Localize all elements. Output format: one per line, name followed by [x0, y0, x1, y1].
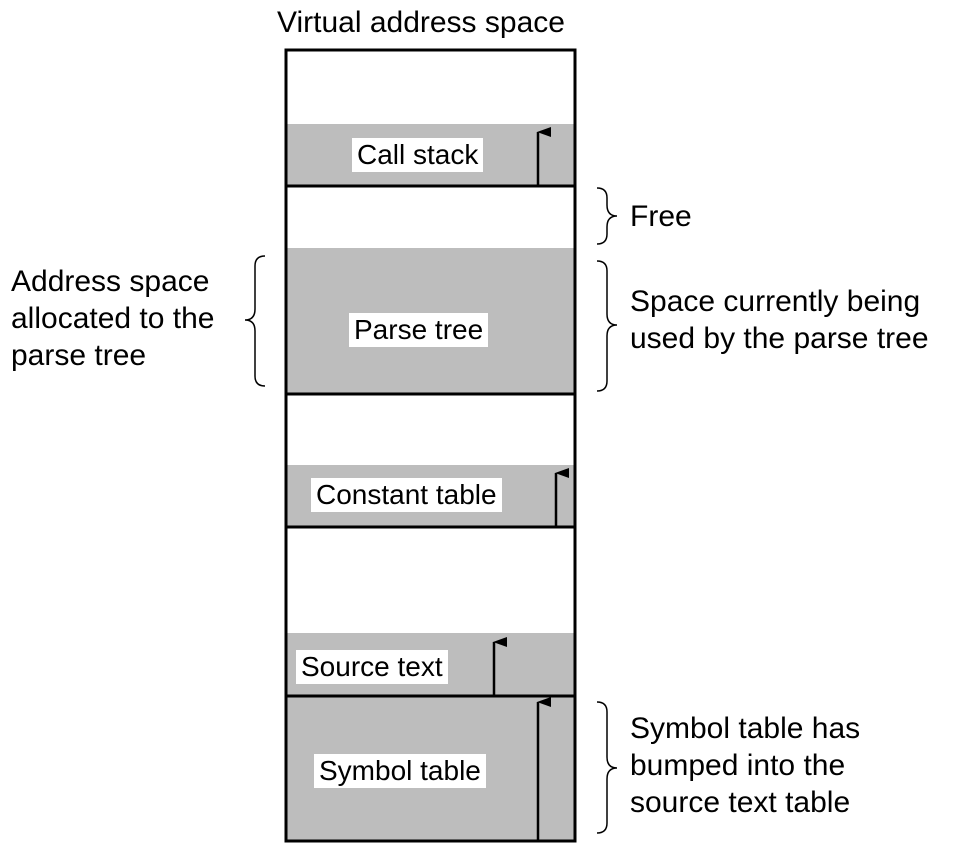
bumped-annotation-line-3: source text table — [630, 786, 851, 819]
constant-table-label: Constant table — [311, 478, 502, 512]
bumped-annotation-line-1: Symbol table has — [630, 712, 861, 745]
used-annotation-line-1: Space currently being — [630, 285, 921, 318]
free-annotation: Free — [630, 200, 692, 233]
used-annotation-line-2: used by the parse tree — [630, 322, 929, 355]
allocated-brace — [244, 255, 266, 387]
free-brace — [596, 187, 618, 245]
allocated-annotation-line-3: parse tree — [11, 339, 147, 372]
allocated-annotation-line-1: Address space — [11, 265, 210, 298]
address-space-column — [284, 48, 577, 843]
used-brace — [596, 260, 618, 392]
call-stack-label: Call stack — [352, 138, 484, 172]
bumped-brace — [596, 701, 618, 834]
allocated-annotation-line-2: allocated to the — [11, 302, 215, 335]
symbol-table-label: Symbol table — [314, 754, 486, 788]
source-text-label: Source text — [296, 650, 448, 684]
bumped-annotation-line-2: bumped into the — [630, 749, 846, 782]
parse-tree-label: Parse tree — [349, 313, 489, 347]
diagram-title: Virtual address space — [277, 6, 565, 39]
